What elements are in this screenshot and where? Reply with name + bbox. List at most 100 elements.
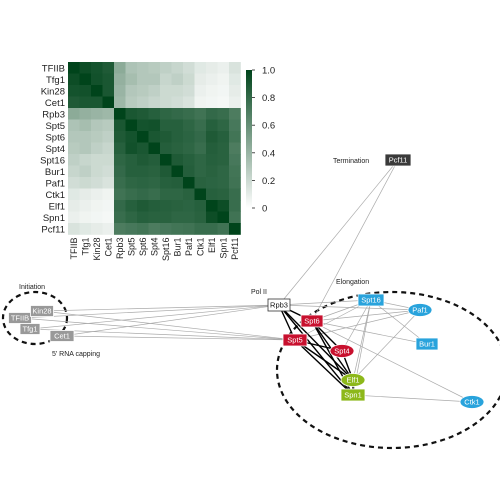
heatmap-cell-spt5-paf1 [183, 119, 195, 132]
heatmap-column-label: Paf1 [184, 238, 194, 257]
heatmap-cell-paf1-paf1 [183, 177, 195, 189]
heatmap-cell-spt6-spt6 [137, 131, 149, 143]
heatmap-row-label: TFIIB [42, 63, 65, 74]
node-rpb3[interactable]: Rpb3 [267, 298, 291, 312]
heatmap-column-label: Pcf11 [230, 238, 240, 260]
heatmap-cell-rpb3-bur1 [171, 108, 184, 120]
heatmap-cell-spt5-ctk1 [194, 119, 207, 132]
heatmap-cell-elf1-spt4 [148, 200, 161, 212]
node-spt6[interactable]: Spt6 [300, 314, 324, 328]
rna-capping-label: 5' RNA capping [52, 351, 100, 358]
heatmap-cell-paf1-elf1 [206, 177, 218, 189]
heatmap-cell-rpb3-spt6 [137, 108, 149, 120]
heatmap-cell-tfg1-spt4 [148, 73, 161, 86]
heatmap-cell-kin28-paf1 [183, 85, 195, 97]
heatmap-cell-bur1-bur1 [171, 165, 184, 178]
heatmap-cell-paf1-spt5 [125, 177, 138, 189]
node-tfiib[interactable]: TFIIB [8, 312, 32, 324]
node-kin28[interactable]: Kin28 [30, 305, 54, 317]
node-shape [407, 303, 433, 317]
heatmap-column-label: Spt5 [126, 238, 136, 257]
elongation-label: Elongation [336, 279, 369, 286]
heatmap-cell-spt4-spt5 [125, 142, 138, 155]
node-ctk1[interactable]: Ctk1 [459, 395, 485, 409]
heatmap-cell-kin28-spn1 [217, 85, 230, 97]
node-label: Tfg1 [22, 325, 37, 334]
heatmap-cell-ctk1-tfiib [68, 188, 80, 201]
heatmap-cell-spt6-ctk1 [194, 131, 207, 143]
colorbar-tick-label: 0.6 [262, 121, 275, 132]
heatmap-column-label: Spt6 [138, 238, 148, 257]
heatmap-cell-rpb3-cet1 [102, 108, 115, 120]
node-spt5[interactable]: Spt5 [282, 333, 308, 347]
node-shape [282, 333, 308, 347]
heatmap-cell-rpb3-tfg1 [79, 108, 92, 120]
heatmap-cell-tfiib-bur1 [171, 62, 184, 74]
node-spn1[interactable]: Spn1 [340, 388, 366, 402]
node-pcf11[interactable]: Pcf11 [384, 153, 412, 167]
node-shape [19, 323, 41, 335]
node-shape [340, 388, 366, 402]
heatmap-cell-spt5-bur1 [171, 119, 184, 132]
heatmap-cell-paf1-tfiib [68, 177, 80, 189]
heatmap-cell-spt16-bur1 [171, 154, 184, 166]
heatmap-cell-kin28-ctk1 [194, 85, 207, 97]
heatmap-cell-spt5-pcf11 [229, 119, 241, 132]
colorbar-tick-label: 0 [262, 204, 267, 215]
node-tfg1[interactable]: Tfg1 [19, 323, 41, 335]
node-label: Bur1 [419, 340, 435, 349]
heatmap-cell-ctk1-spt4 [148, 188, 161, 201]
heatmap-cell-spn1-tfiib [68, 211, 80, 224]
heatmap-cell-spt6-elf1 [206, 131, 218, 143]
heatmap-column-label: TFIIB [69, 238, 79, 260]
heatmap-cell-kin28-cet1 [102, 85, 115, 97]
heatmap-cell-spt6-spt5 [125, 131, 138, 143]
colorbar-tick-label: 0.8 [262, 93, 275, 104]
heatmap-cell-kin28-spt5 [125, 85, 138, 97]
node-bur1[interactable]: Bur1 [415, 337, 439, 351]
heatmap-cell-cet1-bur1 [171, 96, 184, 109]
node-spt16[interactable]: Spt16 [357, 293, 385, 307]
heatmap-row-label: Elf1 [49, 201, 65, 212]
heatmap-cell-spn1-bur1 [171, 211, 184, 224]
heatmap-cell-rpb3-spt16 [160, 108, 172, 120]
node-spt4[interactable]: Spt4 [329, 344, 355, 358]
heatmap-cell-rpb3-ctk1 [194, 108, 207, 120]
heatmap-cell-paf1-rpb3 [114, 177, 126, 189]
heatmap-cell-ctk1-spt16 [160, 188, 172, 201]
heatmap-cell-spt4-tfg1 [79, 142, 92, 155]
node-shape [267, 298, 291, 312]
node-label: Rpb3 [270, 301, 288, 310]
heatmap-cell-tfiib-cet1 [102, 62, 115, 74]
heatmap-cell-cet1-pcf11 [229, 96, 241, 109]
heatmap-row-label: Rpb3 [42, 109, 65, 120]
edge-spt6-bur1 [311, 320, 428, 345]
heatmap-cell-tfg1-tfg1 [79, 73, 92, 86]
heatmap-column-label: Spt4 [149, 238, 159, 257]
heatmap-cell-pcf11-cet1 [102, 223, 115, 235]
heatmap-cell-tfg1-kin28 [91, 73, 103, 86]
heatmap-cell-kin28-spt16 [160, 85, 172, 97]
heatmap-row-label: Kin28 [41, 86, 65, 97]
edge-elf1-paf1 [352, 309, 421, 381]
heatmap-cell-spt5-spn1 [217, 119, 230, 132]
heatmap-cell-pcf11-rpb3 [114, 223, 126, 235]
heatmap-cell-spt5-spt5 [125, 119, 138, 132]
edge-spt4-spt16 [341, 299, 372, 352]
heatmap-cell-tfiib-ctk1 [194, 62, 207, 74]
heatmap-cell-paf1-spt4 [148, 177, 161, 189]
heatmap-cell-tfg1-spt6 [137, 73, 149, 86]
node-paf1[interactable]: Paf1 [407, 303, 433, 317]
node-cet1[interactable]: Cet1 [49, 330, 75, 342]
heatmap-cell-spn1-kin28 [91, 211, 103, 224]
heatmap-cell-spt4-rpb3 [114, 142, 126, 155]
heatmap-cell-spt6-paf1 [183, 131, 195, 143]
heatmap-cell-spt5-elf1 [206, 119, 218, 132]
heatmap-cell-ctk1-cet1 [102, 188, 115, 201]
node-elf1[interactable]: Elf1 [340, 373, 366, 387]
heatmap-cell-spn1-ctk1 [194, 211, 207, 224]
heatmap-cell-ctk1-bur1 [171, 188, 184, 201]
heatmap-cell-spt4-ctk1 [194, 142, 207, 155]
heatmap-cell-elf1-rpb3 [114, 200, 126, 212]
heatmap-cell-ctk1-paf1 [183, 188, 195, 201]
